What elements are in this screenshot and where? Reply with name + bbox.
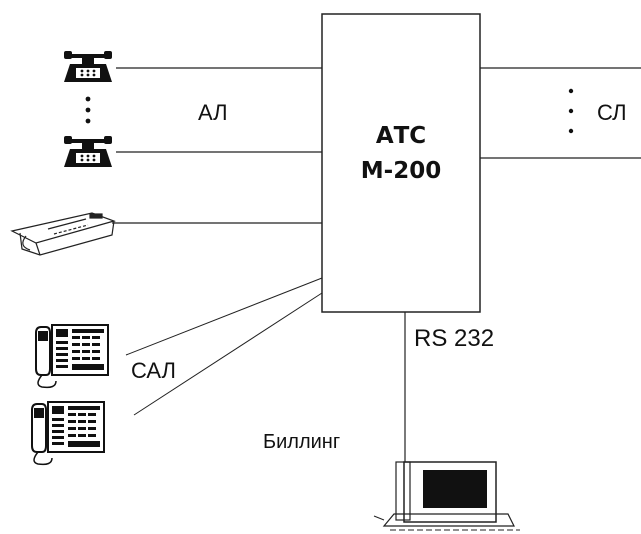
trunks-ellipsis bbox=[569, 89, 573, 133]
rotary-telephone-icon bbox=[64, 136, 112, 167]
digital-system-phone-icon bbox=[32, 402, 104, 464]
pbx-name-line1: АТС bbox=[376, 123, 426, 149]
digital-line-2 bbox=[134, 293, 322, 415]
label-subscriber-lines: АЛ bbox=[198, 100, 228, 125]
digital-system-phone-icon bbox=[36, 325, 108, 387]
phones-ellipsis bbox=[86, 97, 91, 124]
pbx-name-line2: М-200 bbox=[361, 158, 441, 184]
digital-line-1 bbox=[126, 278, 322, 355]
label-digital-lines: САЛ bbox=[131, 358, 176, 383]
label-trunk-lines: СЛ bbox=[597, 100, 627, 125]
desktop-computer-icon bbox=[374, 462, 520, 530]
rotary-telephone-icon bbox=[64, 51, 112, 82]
label-billing: Биллинг bbox=[263, 431, 340, 453]
label-rs232: RS 232 bbox=[414, 325, 494, 352]
fax-machine-icon bbox=[12, 213, 114, 255]
